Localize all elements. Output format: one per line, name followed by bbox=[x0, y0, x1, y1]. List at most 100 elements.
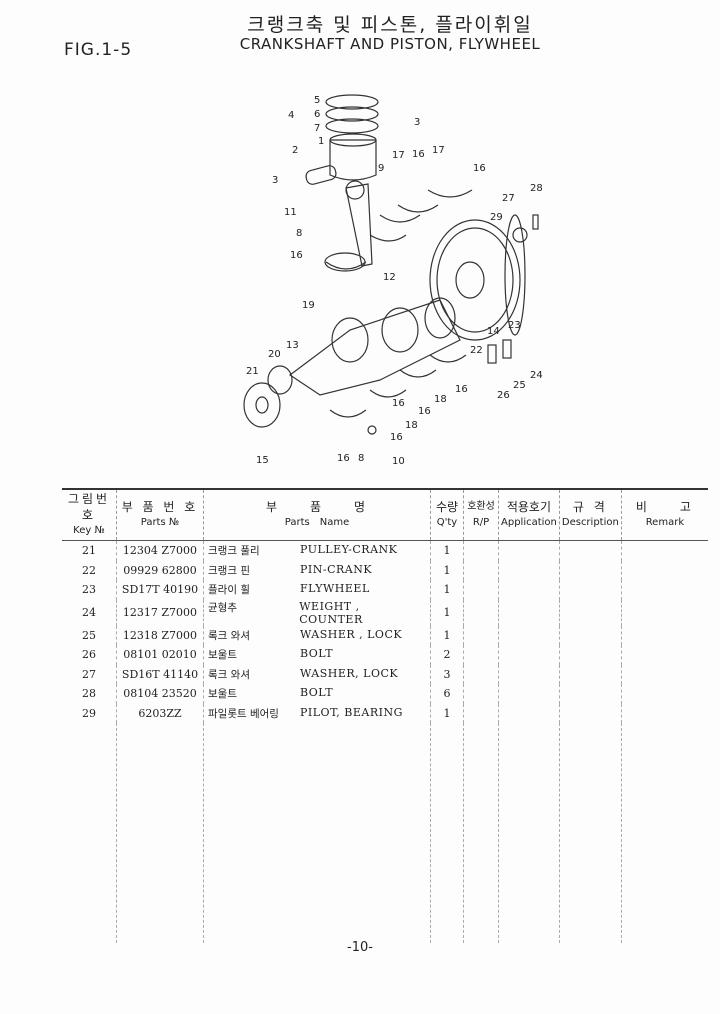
callout: 16 bbox=[455, 384, 468, 395]
crankshaft bbox=[288, 297, 461, 396]
part-name-ko: 크랭크 풀리 bbox=[208, 545, 260, 558]
key-no: 28 bbox=[82, 687, 96, 701]
part-name: 록크 와셔 WASHER, LOCK bbox=[203, 664, 431, 684]
key-no: 27 bbox=[82, 667, 96, 681]
remark bbox=[620, 664, 708, 684]
part-name-en: PILOT, BEARING bbox=[300, 705, 403, 719]
remark bbox=[620, 703, 708, 723]
application bbox=[498, 684, 560, 704]
callout: 15 bbox=[256, 455, 269, 466]
description bbox=[558, 599, 622, 626]
key-no: 23 bbox=[82, 583, 96, 597]
description bbox=[558, 703, 622, 723]
application bbox=[498, 664, 560, 684]
part-name-ko: 균형추 bbox=[208, 601, 237, 614]
rp bbox=[463, 684, 499, 704]
callout: 13 bbox=[286, 340, 299, 351]
part-no: 12317 Z7000 bbox=[116, 599, 204, 626]
remark bbox=[620, 645, 708, 665]
remark bbox=[620, 599, 708, 626]
callout: 4 bbox=[288, 110, 295, 121]
qty: 1 bbox=[430, 580, 464, 600]
key-no: 21 bbox=[82, 544, 96, 558]
callout: 7 bbox=[314, 123, 321, 134]
qty: 2 bbox=[430, 645, 464, 665]
lower-bearings bbox=[329, 354, 467, 418]
rp bbox=[463, 560, 499, 580]
part-name-en: BOLT bbox=[300, 686, 334, 700]
part-name-ko: 록크 와셔 bbox=[208, 668, 250, 681]
remark bbox=[620, 625, 708, 645]
table-row: 24 12317 Z7000 균형추 WEIGHT , COUNTER 1 bbox=[62, 599, 708, 626]
callout: 19 bbox=[302, 300, 315, 311]
qty: 1 bbox=[430, 599, 464, 626]
application bbox=[498, 580, 560, 600]
rp bbox=[463, 664, 499, 684]
empty-rows bbox=[62, 723, 708, 943]
callout: 3 bbox=[272, 175, 279, 186]
callout: 16 bbox=[390, 432, 403, 443]
description bbox=[558, 645, 622, 665]
part-name-en: WEIGHT , COUNTER bbox=[299, 599, 363, 626]
description bbox=[558, 560, 622, 580]
part-no: 12318 Z7000 bbox=[116, 625, 204, 645]
callout: 16 bbox=[392, 398, 405, 409]
description bbox=[558, 684, 622, 704]
callout: 27 bbox=[502, 193, 515, 204]
application bbox=[498, 703, 560, 723]
remark bbox=[620, 560, 708, 580]
remark bbox=[620, 684, 708, 704]
rp bbox=[463, 703, 499, 723]
piston bbox=[329, 133, 377, 181]
callout: 2 bbox=[292, 145, 299, 156]
callout: 10 bbox=[392, 456, 405, 467]
part-no: 08101 02010 bbox=[116, 645, 204, 665]
flywheel bbox=[429, 214, 526, 341]
application bbox=[498, 645, 560, 665]
application bbox=[498, 625, 560, 645]
key-no: 24 bbox=[82, 606, 96, 619]
rp bbox=[463, 580, 499, 600]
callout: 16 bbox=[418, 406, 431, 417]
callout: 12 bbox=[383, 272, 396, 283]
remark bbox=[620, 540, 708, 561]
callout: 16 bbox=[290, 250, 303, 261]
rp bbox=[463, 599, 499, 626]
part-no: SD17T 40190 bbox=[116, 580, 204, 600]
part-name-en: WASHER , LOCK bbox=[300, 627, 403, 641]
piston-pin bbox=[305, 165, 337, 185]
callout: 25 bbox=[513, 380, 526, 391]
callout: 17 bbox=[392, 150, 405, 161]
key-no: 29 bbox=[82, 706, 96, 720]
application bbox=[498, 599, 560, 626]
qty: 6 bbox=[430, 684, 464, 704]
callout: 22 bbox=[470, 345, 483, 356]
part-name: 록크 와셔 WASHER , LOCK bbox=[203, 625, 431, 645]
connecting-rod bbox=[324, 180, 373, 272]
part-name-en: WASHER, LOCK bbox=[300, 666, 399, 680]
description bbox=[558, 625, 622, 645]
callout: 11 bbox=[284, 207, 297, 218]
part-name-ko: 록크 와셔 bbox=[208, 629, 250, 642]
qty: 1 bbox=[430, 625, 464, 645]
description bbox=[558, 540, 622, 561]
callout: 21 bbox=[246, 366, 259, 377]
callout: 5 bbox=[314, 95, 321, 106]
bearings bbox=[325, 189, 473, 270]
